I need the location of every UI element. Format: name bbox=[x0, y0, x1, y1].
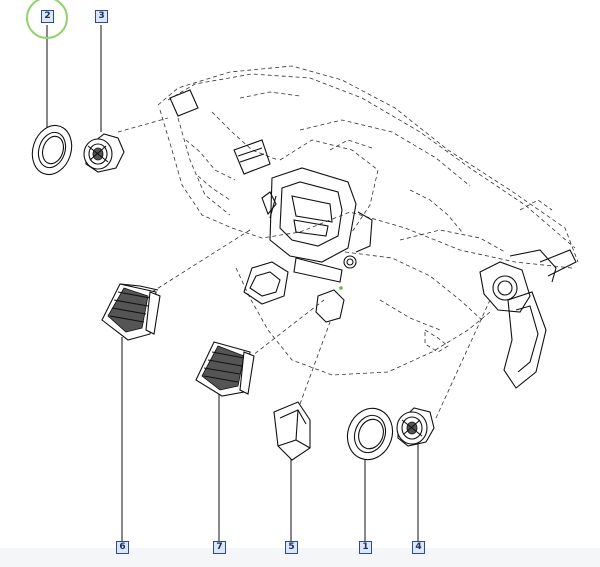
callout-6[interactable]: 6 bbox=[116, 541, 129, 554]
part-7-rect-vent bbox=[195, 341, 255, 397]
callout-5[interactable]: 5 bbox=[285, 541, 298, 554]
callout-4[interactable]: 4 bbox=[412, 541, 425, 554]
part-2-vent-bezel-ring bbox=[31, 124, 73, 176]
part-6-rect-vent bbox=[101, 283, 161, 341]
callout-1[interactable]: 1 bbox=[359, 541, 372, 554]
right-dash-panel bbox=[479, 249, 577, 389]
dashboard-outline bbox=[157, 65, 579, 376]
callout-2[interactable]: 2 bbox=[41, 10, 54, 23]
part-3-round-vent bbox=[83, 133, 125, 173]
callout-7[interactable]: 7 bbox=[213, 541, 226, 554]
part-4-round-vent bbox=[396, 407, 435, 447]
part-1-vent-bezel-ring bbox=[346, 407, 394, 461]
leader-lines bbox=[46, 25, 491, 541]
part-5-cover-panel bbox=[273, 401, 311, 461]
selection-highlight-circle bbox=[26, 0, 68, 39]
footer-band bbox=[0, 548, 600, 567]
center-console bbox=[243, 167, 373, 323]
callout-3[interactable]: 3 bbox=[95, 10, 108, 23]
left-dash-vent bbox=[169, 89, 271, 175]
